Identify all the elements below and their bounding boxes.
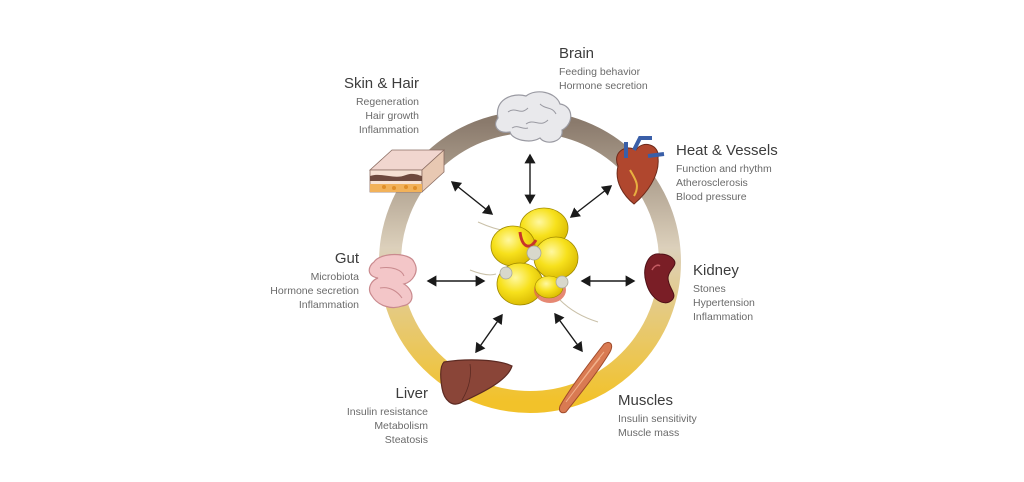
organ-title: Gut: [334, 250, 359, 267]
organ-label-brain: Brain Feeding behavior Hormone secretion: [559, 44, 648, 93]
organ-effect: Microbiota: [310, 271, 359, 283]
organ-title: Muscles: [618, 392, 674, 409]
arrow-liver: [475, 313, 503, 354]
organ-title: Brain: [559, 45, 595, 62]
skin-layers-icon: [368, 149, 446, 193]
liver-icon: [440, 359, 513, 405]
organ-title: Liver: [395, 385, 428, 402]
arrow-skin: [450, 181, 494, 215]
organ-title: Kidney: [693, 262, 739, 279]
organ-effect: Muscle mass: [618, 427, 680, 439]
organ-effect: Inflammation: [298, 299, 359, 311]
organ-label-kidney: Kidney Stones Hypertension Inflammation: [693, 261, 755, 324]
organ-effect: Inflammation: [693, 311, 754, 323]
organ-effect: Stones: [693, 283, 726, 295]
organ-label-skin: Skin & Hair Regeneration Hair growth Inf…: [300, 74, 419, 137]
muscle-icon: [559, 341, 613, 414]
organ-effect: Hormone secretion: [270, 285, 359, 297]
organ-effect: Blood pressure: [676, 191, 747, 203]
organ-effect: Feeding behavior: [559, 66, 641, 78]
arrow-muscles: [554, 312, 583, 353]
organ-label-liver: Liver Insulin resistance Metabolism Stea…: [310, 384, 428, 447]
organ-effect: Function and rhythm: [676, 163, 772, 175]
connection-arrows: [426, 153, 636, 354]
brain-icon: [495, 91, 572, 143]
adipose-tissue-icon: [469, 207, 599, 323]
organ-effect: Metabolism: [374, 420, 428, 432]
organ-effect: Hypertension: [693, 297, 755, 309]
arrow-heart: [569, 185, 613, 218]
organ-effect: Regeneration: [355, 96, 419, 108]
organ-effect: Hormone secretion: [559, 80, 648, 92]
organ-effect: Inflammation: [358, 124, 419, 136]
organ-label-muscles: Muscles Insulin sensitivity Muscle mass: [618, 391, 697, 440]
organ-effect: Hair growth: [365, 110, 419, 122]
organ-title: Skin & Hair: [343, 75, 419, 92]
organ-effect: Insulin sensitivity: [618, 413, 697, 425]
organ-effect: Atherosclerosis: [676, 177, 748, 189]
kidney-icon: [644, 253, 676, 304]
organ-label-gut: Gut Microbiota Hormone secretion Inflamm…: [240, 249, 359, 312]
organ-effect: Insulin resistance: [346, 406, 428, 418]
intestine-icon: [368, 253, 417, 309]
heart-icon: [616, 136, 665, 205]
organ-effect: Steatosis: [384, 434, 428, 446]
organ-title: Heat & Vessels: [676, 142, 778, 159]
organ-label-heart: Heat & Vessels Function and rhythm Ather…: [676, 141, 778, 204]
